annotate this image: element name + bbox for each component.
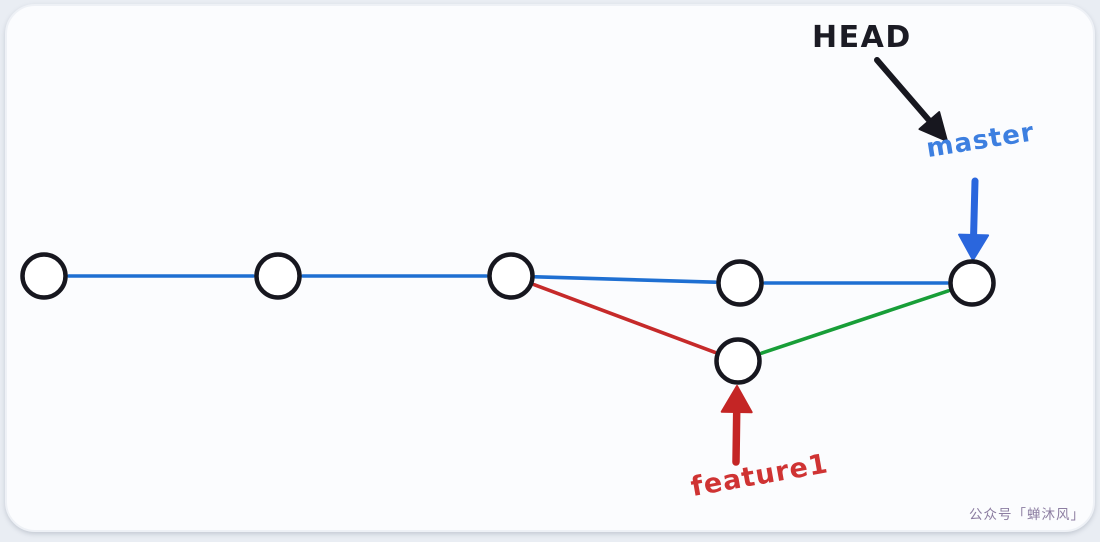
feature-arrow-head [720,385,753,414]
commit-3-node [487,252,535,300]
merge-edge [759,288,951,356]
commit-master-head-node [948,259,996,307]
diagram-card [5,4,1095,532]
commit-4-node [716,259,764,307]
commit-feature1-node [714,337,762,385]
head-arrow-head [918,111,948,142]
master-arrow-head [958,233,990,261]
watermark-text: 公众号「蝉沐风」 [969,507,1085,523]
master-arrow-shaft [970,177,979,239]
commit-2-node [254,252,302,300]
feature-branch-edge [532,282,717,355]
head-arrow-shaft [874,57,933,124]
commit-1-node [20,252,68,300]
head-label: HEAD [812,20,912,55]
master-edge-3 [533,274,718,285]
feature-arrow-shaft [732,408,741,466]
